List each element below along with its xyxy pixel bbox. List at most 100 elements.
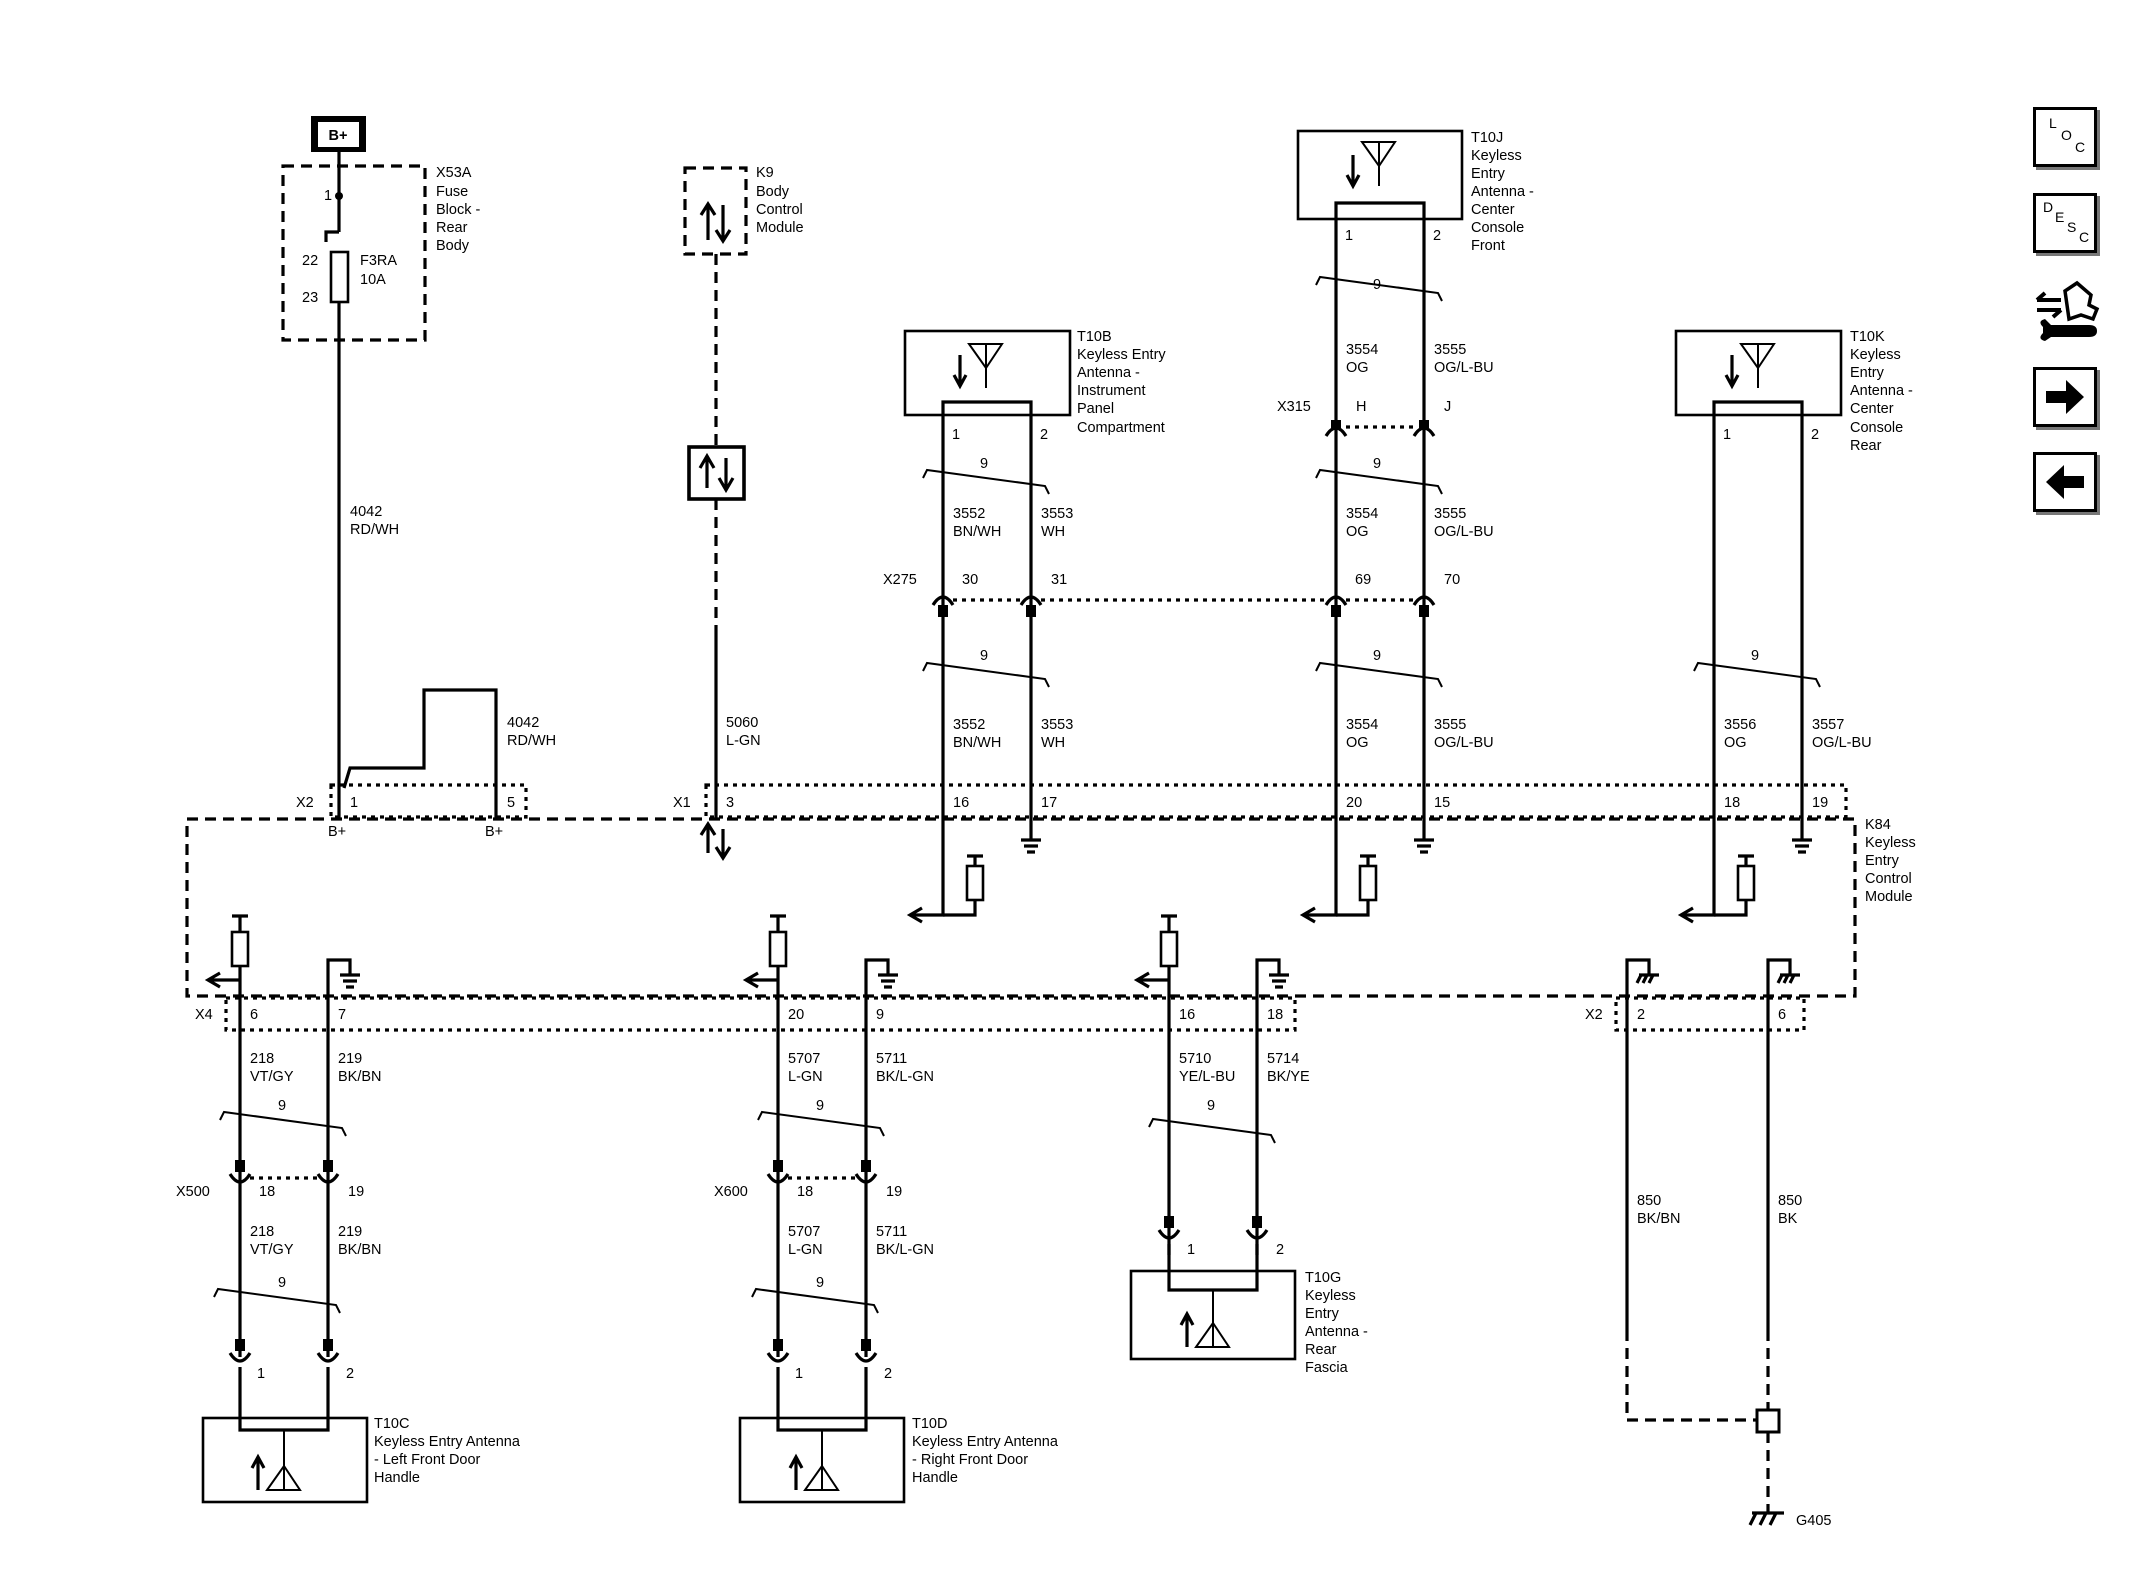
svg-text:K84: K84 — [1865, 817, 1891, 833]
svg-text:Keyless: Keyless — [1865, 835, 1916, 851]
x4-pin-6: 6 — [250, 1007, 258, 1023]
svg-text:5711: 5711 — [876, 1051, 907, 1067]
x600-pin-19: 19 — [886, 1184, 902, 1200]
t10c-antenna-symbol — [250, 1430, 302, 1491]
fuse-rating: 10A — [360, 272, 386, 288]
t10c-label: T10C Keyless Entry Antenna - Left Front … — [374, 1416, 521, 1486]
k84-label: K84 Keyless Entry Control Module — [1865, 817, 1916, 905]
x2-pin-5: 5 — [507, 795, 515, 811]
fuse-id: F3RA — [360, 253, 397, 269]
description-button[interactable]: D E S C — [2033, 193, 2097, 253]
t10d-connector — [766, 1339, 878, 1363]
svg-text:OG/L-BU: OG/L-BU — [1812, 735, 1872, 751]
svg-text:Console: Console — [1471, 220, 1524, 236]
t10k-pin-2: 2 — [1811, 427, 1819, 443]
svg-text:Control: Control — [756, 202, 803, 218]
t10j-label: T10J Keyless Entry Antenna - Center Cons… — [1471, 130, 1534, 254]
svg-text:Keyless: Keyless — [1850, 347, 1901, 363]
svg-text:Body: Body — [756, 184, 790, 200]
x4-pin-18: 18 — [1267, 1007, 1283, 1023]
x500-pin-19: 19 — [348, 1184, 364, 1200]
svg-text:Fascia: Fascia — [1305, 1360, 1349, 1376]
svg-text:9: 9 — [1373, 277, 1381, 293]
location-button[interactable]: L O C — [2033, 107, 2097, 167]
x2-label: X2 — [296, 795, 314, 811]
battery-label: B+ — [329, 128, 348, 144]
x275-pin-30: 30 — [962, 572, 978, 588]
svg-text:3552: 3552 — [953, 506, 985, 522]
k84-pin-15: 15 — [1434, 795, 1450, 811]
bcm-label: K9 Body Control Module — [756, 165, 804, 236]
x4-pin-7: 7 — [338, 1007, 346, 1023]
fuse-pin-1: 1 — [324, 188, 332, 204]
k84-driver-t10d — [742, 914, 898, 1188]
t10b-pin-2: 2 — [1040, 427, 1048, 443]
k84-driver-t10j — [1299, 818, 1434, 924]
svg-text:BK: BK — [1778, 1211, 1798, 1227]
t10g-pin-2: 2 — [1276, 1242, 1284, 1258]
svg-text:Console: Console — [1850, 420, 1903, 436]
x600-label: X600 — [714, 1184, 748, 1200]
previous-page-button[interactable] — [2033, 452, 2097, 512]
svg-text:- Right Front Door: - Right Front Door — [912, 1452, 1028, 1468]
x4-pin-9: 9 — [876, 1007, 884, 1023]
svg-text:Block -: Block - — [436, 202, 480, 218]
arrow-left-icon — [2046, 465, 2084, 499]
t10j-pin-2: 2 — [1433, 228, 1441, 244]
svg-text:T10B: T10B — [1077, 329, 1112, 345]
svg-text:Fuse: Fuse — [436, 184, 468, 200]
svg-text:Control: Control — [1865, 871, 1912, 887]
svg-text:5060: 5060 — [726, 715, 758, 731]
svg-text:VT/GY: VT/GY — [250, 1069, 294, 1085]
ground-splice-path — [1625, 1330, 1757, 1422]
svg-text:BK/YE: BK/YE — [1267, 1069, 1310, 1085]
svg-text:Instrument: Instrument — [1077, 383, 1146, 399]
svg-text:L-GN: L-GN — [726, 733, 761, 749]
svg-text:Keyless: Keyless — [1305, 1288, 1356, 1304]
svg-text:Center: Center — [1471, 202, 1515, 218]
loc-letter-l: L — [2049, 115, 2057, 131]
t10c-pin-1: 1 — [257, 1366, 265, 1382]
svg-text:BK/BN: BK/BN — [338, 1069, 382, 1085]
svg-text:5711: 5711 — [876, 1224, 907, 1240]
svg-text:L-GN: L-GN — [788, 1242, 823, 1258]
svg-text:BN/WH: BN/WH — [953, 524, 1001, 540]
svg-text:Rear: Rear — [1850, 438, 1882, 454]
bcm-arrows-top — [699, 201, 732, 244]
connector-tool-button[interactable] — [2033, 275, 2105, 345]
k84-pin-17: 17 — [1041, 795, 1057, 811]
svg-text:OG/L-BU: OG/L-BU — [1434, 735, 1494, 751]
svg-text:OG: OG — [1724, 735, 1747, 751]
svg-text:9: 9 — [278, 1275, 286, 1291]
svg-text:Antenna -: Antenna - — [1850, 383, 1913, 399]
k84-pin-18: 18 — [1724, 795, 1740, 811]
next-page-button[interactable] — [2033, 367, 2097, 427]
fuse-pin-22: 22 — [302, 253, 318, 269]
t10k-pin-1: 1 — [1723, 427, 1731, 443]
x1-pin-3: 3 — [726, 795, 734, 811]
x2b-pin-2: 2 — [1637, 1007, 1645, 1023]
svg-text:OG/L-BU: OG/L-BU — [1434, 360, 1494, 376]
svg-text:T10K: T10K — [1850, 329, 1885, 345]
ground-g405-label: G405 — [1796, 1513, 1831, 1529]
x2b-label: X2 — [1585, 1007, 1603, 1023]
svg-text:9: 9 — [980, 456, 988, 472]
svg-text:VT/GY: VT/GY — [250, 1242, 294, 1258]
svg-text:OG: OG — [1346, 360, 1369, 376]
t10d-label: T10D Keyless Entry Antenna - Right Front… — [912, 1416, 1059, 1486]
svg-text:Rear: Rear — [1305, 1342, 1337, 1358]
svg-text:5707: 5707 — [788, 1051, 820, 1067]
svg-text:Keyless: Keyless — [1471, 148, 1522, 164]
fuse-pin-23: 23 — [302, 290, 318, 306]
svg-text:Keyless Entry: Keyless Entry — [1077, 347, 1166, 363]
t10b-label: T10B Keyless Entry Antenna - Instrument … — [1077, 329, 1166, 436]
svg-text:T10J: T10J — [1471, 130, 1503, 146]
svg-text:9: 9 — [816, 1098, 824, 1114]
